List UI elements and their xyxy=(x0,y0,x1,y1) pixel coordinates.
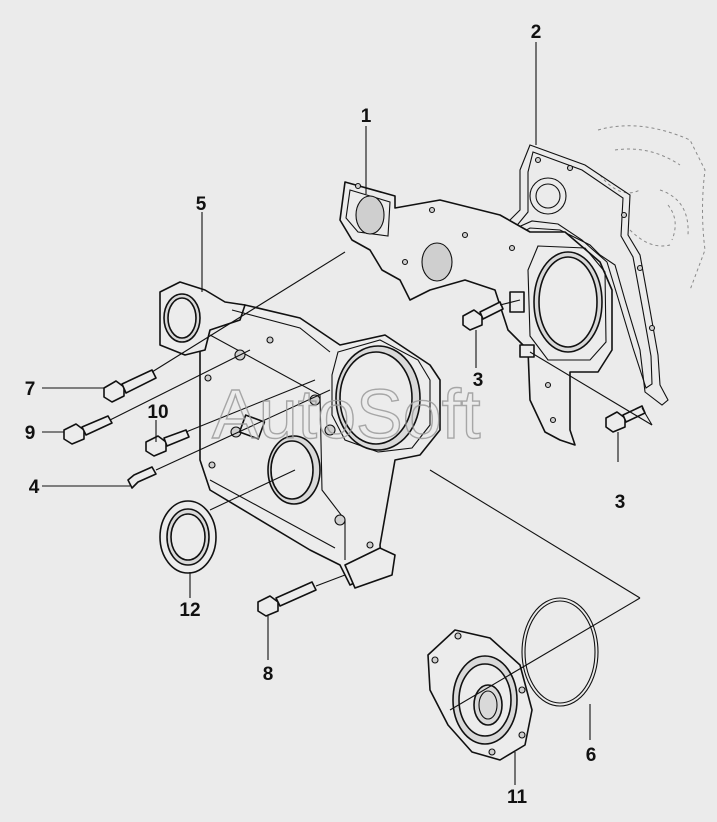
callout-7: 7 xyxy=(25,379,36,400)
callout-1: 1 xyxy=(361,106,372,127)
o-ring-part xyxy=(521,597,599,707)
bolt-10 xyxy=(145,429,190,457)
bolt-3-right xyxy=(605,405,646,433)
callout-10: 10 xyxy=(147,402,168,423)
oil-seal-part xyxy=(159,500,217,574)
callout-12: 12 xyxy=(179,600,200,621)
callout-3-right: 3 xyxy=(615,492,626,513)
callout-8: 8 xyxy=(263,664,274,685)
rear-plate-part xyxy=(339,181,613,446)
leader-lines xyxy=(42,42,653,785)
engine-block-outline xyxy=(597,125,706,291)
callout-5: 5 xyxy=(196,194,207,215)
callout-6: 6 xyxy=(586,745,597,766)
bolt-8 xyxy=(257,581,317,617)
seal-housing-part xyxy=(427,629,533,761)
bolt-3-top xyxy=(462,301,504,331)
callout-2: 2 xyxy=(531,22,542,43)
bolt-9 xyxy=(63,415,113,445)
callout-9: 9 xyxy=(25,423,36,444)
callout-4: 4 xyxy=(29,477,40,498)
watermark-text: AutoSoft xyxy=(212,375,481,453)
callout-labels: 1 2 3 3 4 5 6 7 8 9 10 11 12 xyxy=(25,22,626,808)
bolt-7 xyxy=(103,369,157,403)
callout-11: 11 xyxy=(507,787,528,808)
callout-3-top: 3 xyxy=(473,370,484,391)
dowel-pin-4 xyxy=(127,466,157,489)
